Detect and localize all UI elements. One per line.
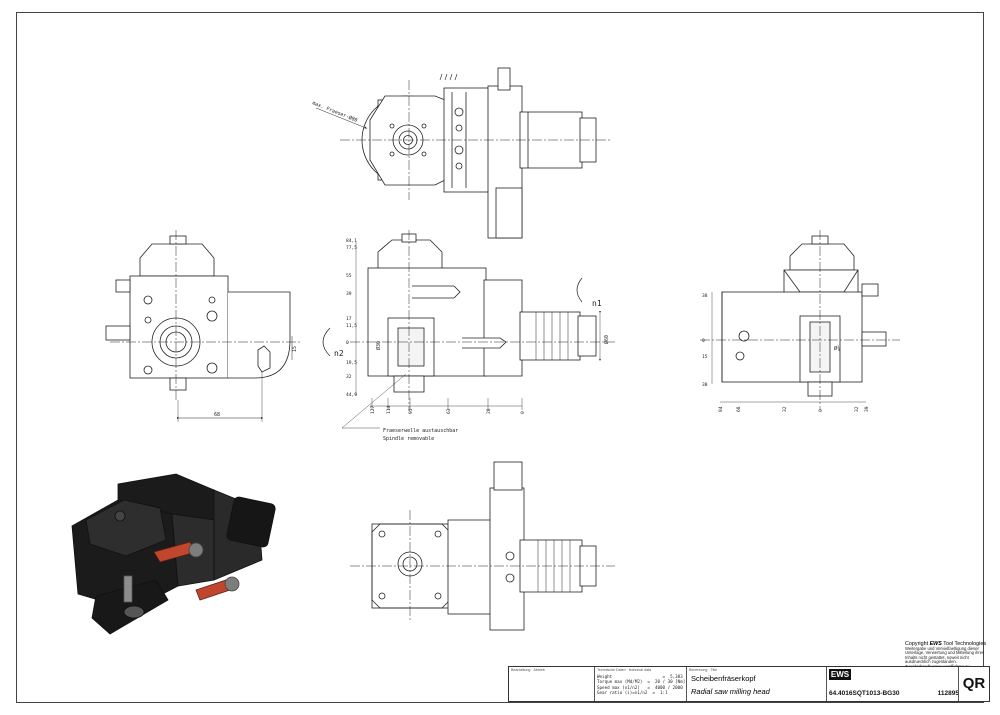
tb-label-processing: Bearbeitung · Abtrieb — [511, 668, 545, 672]
label-n1: n1 — [592, 299, 602, 308]
right-dim-bottom-3: 0 — [818, 409, 824, 412]
tb-cell-partno: EWS 64.4016SQT1013-BG30 112895 — [827, 667, 961, 701]
right-dim-left-0: 38 — [702, 293, 708, 299]
qr-mark: QR — [958, 667, 989, 701]
front-dim-bottom-1: 114 — [386, 405, 392, 414]
front-dim-left-0: 84,1 — [346, 238, 357, 244]
dim-68: 68 — [214, 412, 220, 418]
tb-cell-processing: Bearbeitung · Abtrieb — [509, 667, 595, 701]
tb-specs: Weight = 5,383 [kg] Torque max (Md/M2) =… — [597, 674, 686, 696]
title-english: Radial saw milling head — [691, 687, 770, 696]
top-view — [315, 67, 610, 239]
right-dim-bottom-2: 32 — [782, 406, 788, 412]
copyright-prefix: Copyright — [905, 641, 929, 647]
front-dim-bottom-5: 0 — [520, 411, 526, 414]
right-view — [700, 230, 900, 410]
spindle-note-de: Fraeserwelle austauschbar — [383, 428, 458, 434]
right-dim-left-3: 38 — [702, 382, 708, 388]
tb-cell-title: Benennung · Title Scheibenfräserkopf Rad… — [687, 667, 827, 701]
front-dim-left-5: 11,5 — [346, 323, 357, 329]
dim-spindle-dia: Ø60 — [603, 335, 610, 344]
front-dim-left-2: 55 — [346, 273, 352, 279]
tb-label-title: Benennung · Title — [689, 668, 718, 672]
front-dim-left-6: 0 — [346, 340, 349, 346]
front-dim-left-1: 77,5 — [346, 245, 357, 251]
front-dim-left-3: 39 — [346, 291, 352, 297]
title-block: Bearbeitung · Abtrieb Technische Daten ·… — [508, 666, 990, 702]
front-dim-bottom-3: 63 — [446, 408, 452, 414]
right-dim-bottom-5: 39 — [864, 406, 870, 412]
ews-logo: EWS — [829, 669, 851, 680]
front-dim-bottom-0: 127 — [370, 405, 376, 414]
label-n2: n2 — [334, 349, 344, 358]
dim-15: 15 — [292, 346, 298, 352]
tb-label-specs: Technische Daten · technical data — [597, 668, 651, 672]
front-dim-left-4: 17 — [346, 316, 352, 322]
front-dim-bottom-2: 95 — [408, 408, 414, 414]
front-view — [341, 230, 615, 429]
part-number: 64.4016SQT1013-BG30 — [829, 690, 900, 697]
drawing-number: 112895 — [937, 690, 959, 697]
drawing-frame — [16, 12, 984, 703]
right-dim-bottom-4: 32 — [854, 406, 860, 412]
front-dim-left-9: 44,9 — [346, 392, 357, 398]
copyright-suffix: Tool Technologies — [943, 641, 987, 647]
front-dim-left-8: 32 — [346, 374, 352, 380]
dim-shaft-dia: Ø30 — [375, 341, 382, 350]
isometric-render — [71, 473, 276, 635]
bottom-view — [350, 461, 615, 631]
right-dim-left-1: 0 — [702, 338, 705, 344]
right-dim-left-2: 15 — [702, 354, 708, 360]
dim-right-dia: Ø¾ — [834, 345, 840, 352]
right-dim-bottom-0: 84 — [718, 406, 724, 412]
tb-cell-specs: Technische Daten · technical data Weight… — [595, 667, 687, 701]
copyright-brand: EWS — [929, 641, 942, 647]
max-cutter-note: max. Fraeser-Ø80 — [311, 99, 358, 124]
title-german: Scheibenfräserkopf — [691, 674, 756, 683]
right-dim-bottom-1: 68 — [736, 406, 742, 412]
left-view — [105, 230, 331, 422]
front-dim-bottom-4: 28 — [486, 408, 492, 414]
spindle-note-en: Spindle removable — [383, 436, 434, 442]
front-dim-left-7: 19,5 — [346, 360, 357, 366]
